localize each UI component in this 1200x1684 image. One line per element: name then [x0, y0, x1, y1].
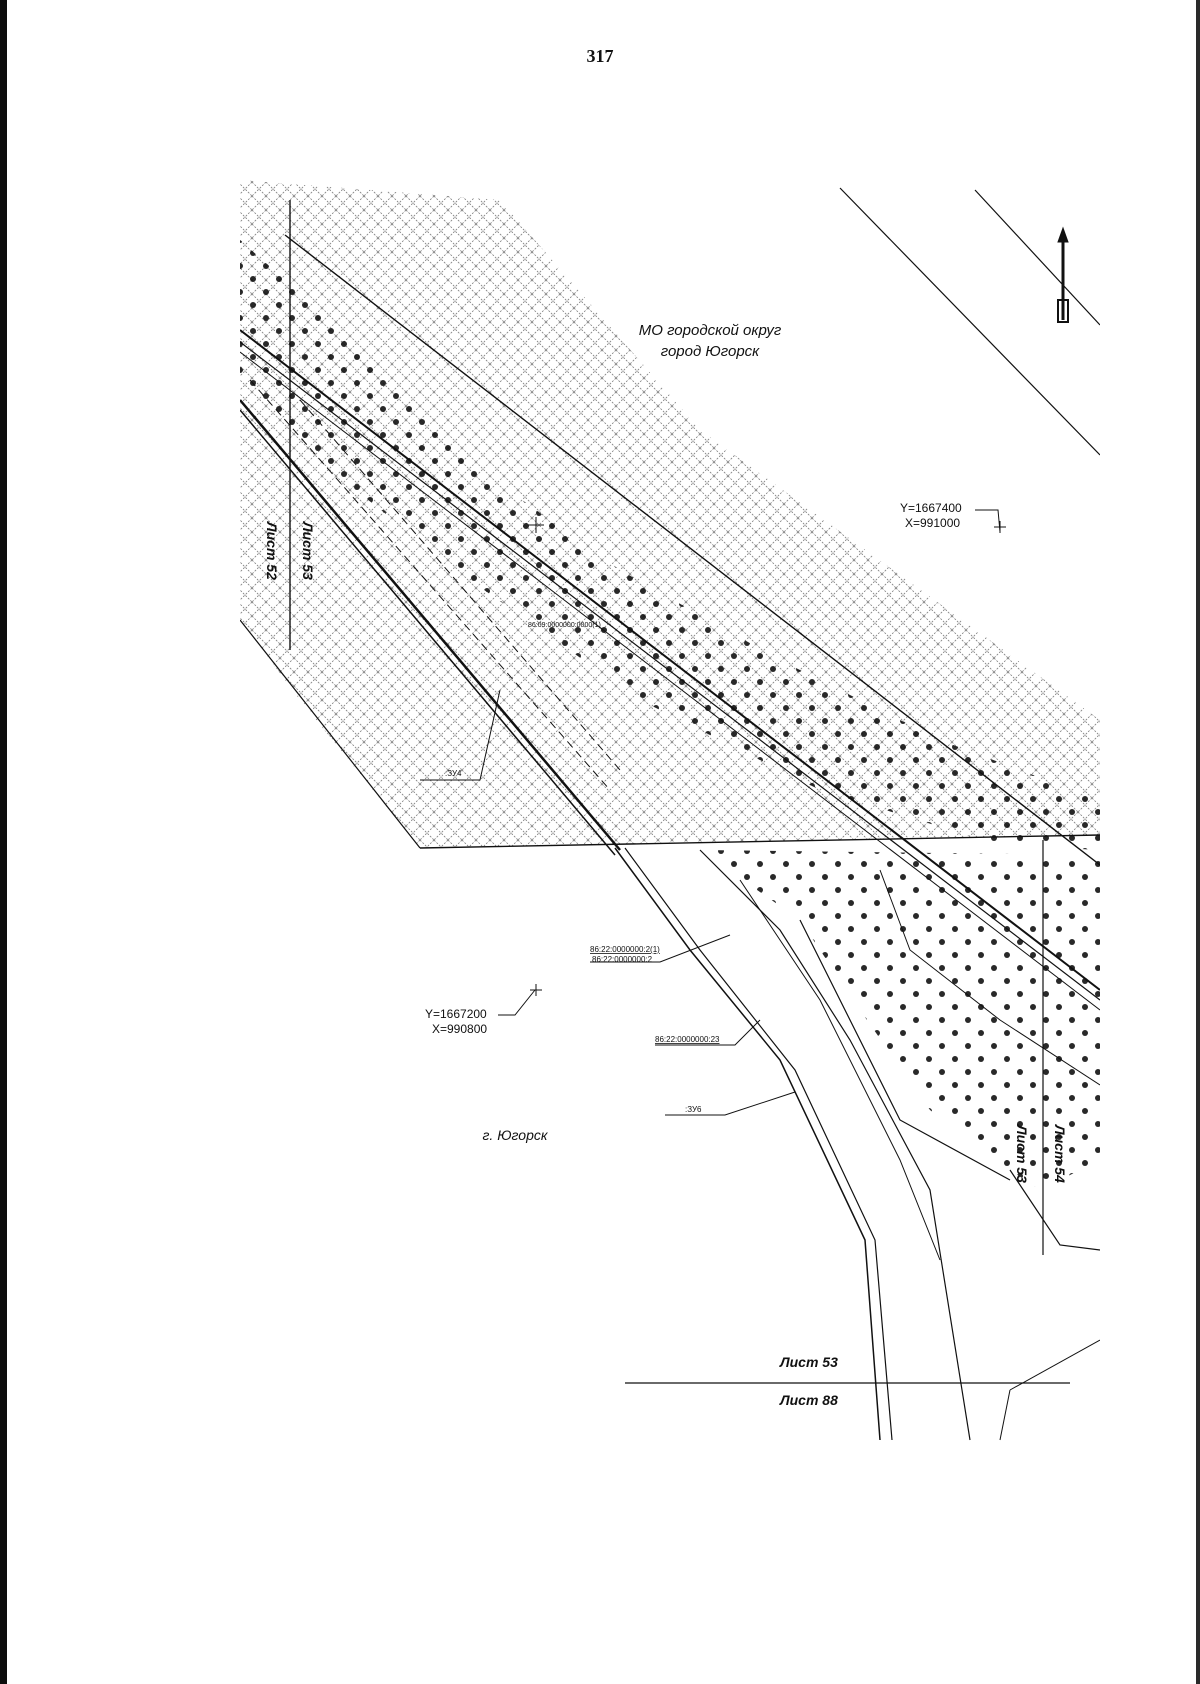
dotted-zone-upper: [240, 240, 1100, 850]
parcel-label-2-top: 86:22:0000000:2(1): [590, 945, 660, 954]
area-label-line2: город Югорск: [661, 343, 760, 360]
sheet-52-label: Лист 52: [264, 521, 280, 580]
sheet-54-label: Лист 54: [1052, 1124, 1068, 1183]
scan-left-border: [0, 0, 7, 1684]
sheet-53-label-bottom: Лист 53: [779, 1354, 838, 1370]
sheet-53-label-top: Лист 53: [300, 521, 316, 580]
coord-sw-x: X=990800: [432, 1022, 487, 1036]
sheet-88-label: Лист 88: [779, 1392, 838, 1408]
parcel-label-zu6: :ЗУ6: [685, 1105, 702, 1114]
coord-sw-y: Y=1667200: [425, 1007, 487, 1021]
crosshatch-zone: [240, 180, 1100, 848]
coord-ne-y: Y=1667400: [900, 501, 962, 515]
coord-ne-x: X=991000: [905, 516, 960, 530]
parcel-label-3: 86:22:0000000:23: [655, 1035, 720, 1044]
dotted-zone-lower: [700, 850, 1100, 1190]
north-arrow-icon: [1057, 226, 1069, 323]
scan-right-border: [1196, 0, 1200, 1684]
page-number: 317: [586, 46, 614, 66]
parcel-label-2-bottom: 86:22:0000000:2: [592, 955, 653, 964]
parcel-label-1: 86:09:0000000:0000(1): [528, 622, 601, 629]
city-label: г. Югорск: [483, 1127, 549, 1143]
sheet-53-label-right: Лист 53: [1014, 1124, 1030, 1183]
parcel-label-zu4: :ЗУ4: [445, 769, 462, 778]
area-label-line1: МО городской округ: [639, 322, 782, 339]
